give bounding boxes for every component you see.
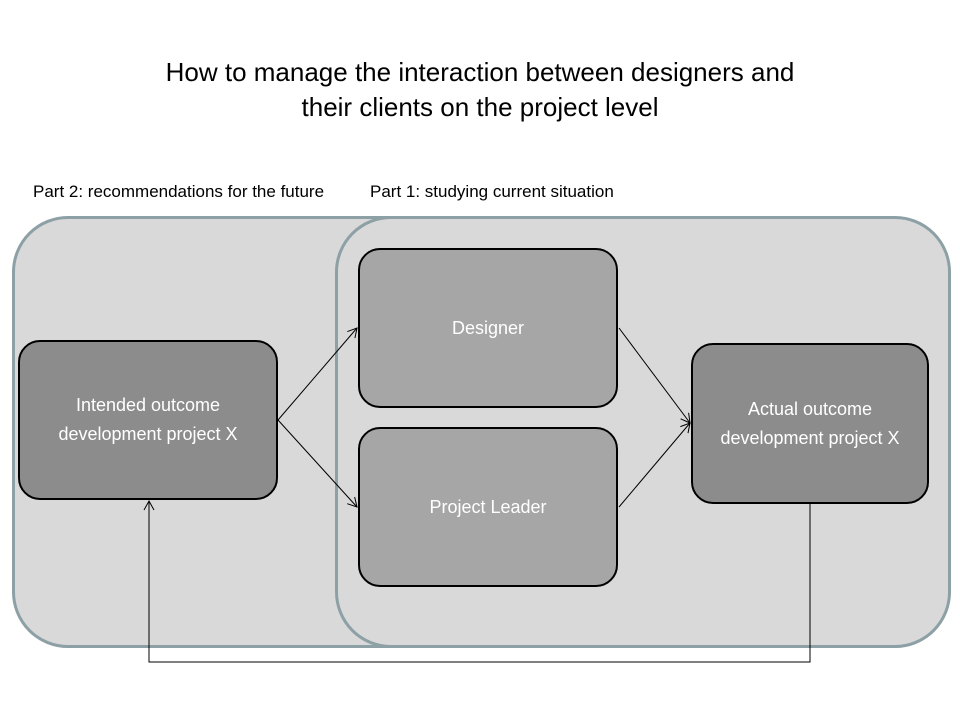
diagram-title: How to manage the interaction between de… — [60, 55, 900, 125]
part1-label: Part 1: studying current situation — [370, 182, 614, 201]
designer-node: Designer — [358, 248, 618, 408]
project-leader-node: Project Leader — [358, 427, 618, 587]
project-leader-label: Project Leader — [429, 496, 547, 517]
intended-outcome-label: Intended outcome development project X — [58, 395, 238, 444]
title-line-1: How to manage the interaction between de… — [165, 57, 795, 87]
actual-outcome-label: Actual outcome development project X — [720, 398, 900, 448]
actual-outcome-node: Actual outcome development project X — [691, 343, 929, 504]
part2-label: Part 2: recommendations for the future — [33, 182, 325, 201]
title-line-2: their clients on the project level — [301, 92, 659, 122]
designer-label: Designer — [451, 317, 525, 338]
intended-outcome-node: Intended outcome development project X — [18, 340, 278, 500]
